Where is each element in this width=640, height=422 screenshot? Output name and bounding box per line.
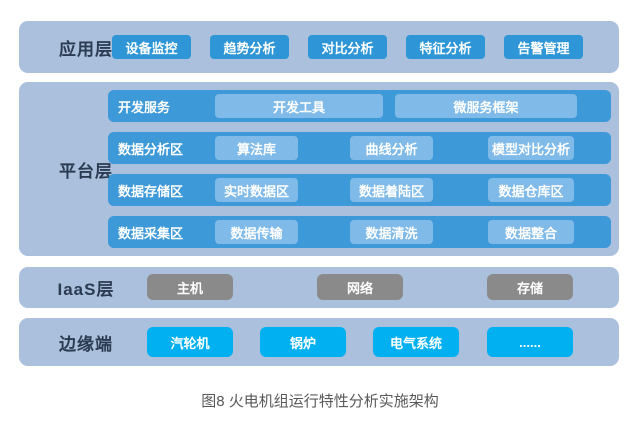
iaas-node-host: 主机 bbox=[147, 274, 233, 300]
platform-row-label: 数据分析区 bbox=[118, 141, 184, 157]
platform-node-realtime-data-zone: 实时数据区 bbox=[215, 178, 298, 202]
platform-row-label: 数据采集区 bbox=[118, 225, 184, 241]
app-node-alarm-management: 告警管理 bbox=[504, 35, 583, 59]
app-layer-label: 应用层 bbox=[59, 39, 113, 59]
app-node-feature-analysis: 特征分析 bbox=[406, 35, 485, 59]
figure-caption: 图8 火电机组运行特性分析实施架构 bbox=[201, 393, 439, 410]
platform-node-data-cleaning: 数据清洗 bbox=[350, 220, 433, 244]
platform-node-microservice-framework: 微服务框架 bbox=[395, 94, 577, 118]
app-layer: 应用层 设备监控 趋势分析 对比分析 特征分析 告警管理 bbox=[19, 21, 619, 73]
edge-node-boiler: 锅炉 bbox=[260, 327, 346, 357]
edge-node-electrical-system: 电气系统 bbox=[373, 327, 459, 357]
platform-row-data-analysis: 数据分析区 算法库 曲线分析 模型对比分析 bbox=[108, 132, 611, 164]
platform-row-label: 开发服务 bbox=[118, 99, 171, 115]
app-node-comparison-analysis: 对比分析 bbox=[308, 35, 387, 59]
edge-node-steam-turbine: 汽轮机 bbox=[147, 327, 233, 357]
app-node-device-monitoring: 设备监控 bbox=[112, 35, 191, 59]
iaas-node-network: 网络 bbox=[317, 274, 403, 300]
platform-row-dev-services: 开发服务 开发工具 微服务框架 bbox=[108, 90, 611, 122]
platform-node-data-warehouse-zone: 数据仓库区 bbox=[488, 178, 574, 202]
iaas-node-storage: 存储 bbox=[487, 274, 573, 300]
iaas-layer-label: IaaS层 bbox=[57, 280, 115, 299]
edge-layer-label: 边缘端 bbox=[59, 334, 113, 354]
platform-row-data-storage: 数据存储区 实时数据区 数据着陆区 数据仓库区 bbox=[108, 174, 611, 206]
edge-node-ellipsis: ...... bbox=[487, 327, 573, 357]
iaas-layer: IaaS层 主机 网络 存储 bbox=[19, 267, 619, 308]
platform-node-curve-analysis: 曲线分析 bbox=[350, 136, 433, 160]
platform-layer-label: 平台层 bbox=[59, 161, 113, 181]
app-node-trend-analysis: 趋势分析 bbox=[210, 35, 289, 59]
platform-node-data-integration: 数据整合 bbox=[488, 220, 574, 244]
platform-row-label: 数据存储区 bbox=[118, 183, 184, 199]
platform-node-data-transfer: 数据传输 bbox=[215, 220, 298, 244]
platform-layer: 平台层 开发服务 开发工具 微服务框架 数据分析区 算法库 曲线分析 模型对比分… bbox=[19, 82, 619, 256]
platform-node-dev-tools: 开发工具 bbox=[215, 94, 383, 118]
platform-node-data-landing-zone: 数据着陆区 bbox=[350, 178, 433, 202]
platform-node-model-comparison: 模型对比分析 bbox=[488, 136, 574, 160]
platform-node-algorithm-library: 算法库 bbox=[215, 136, 298, 160]
platform-row-data-collection: 数据采集区 数据传输 数据清洗 数据整合 bbox=[108, 216, 611, 248]
edge-layer: 边缘端 汽轮机 锅炉 电气系统 ...... bbox=[19, 318, 619, 366]
